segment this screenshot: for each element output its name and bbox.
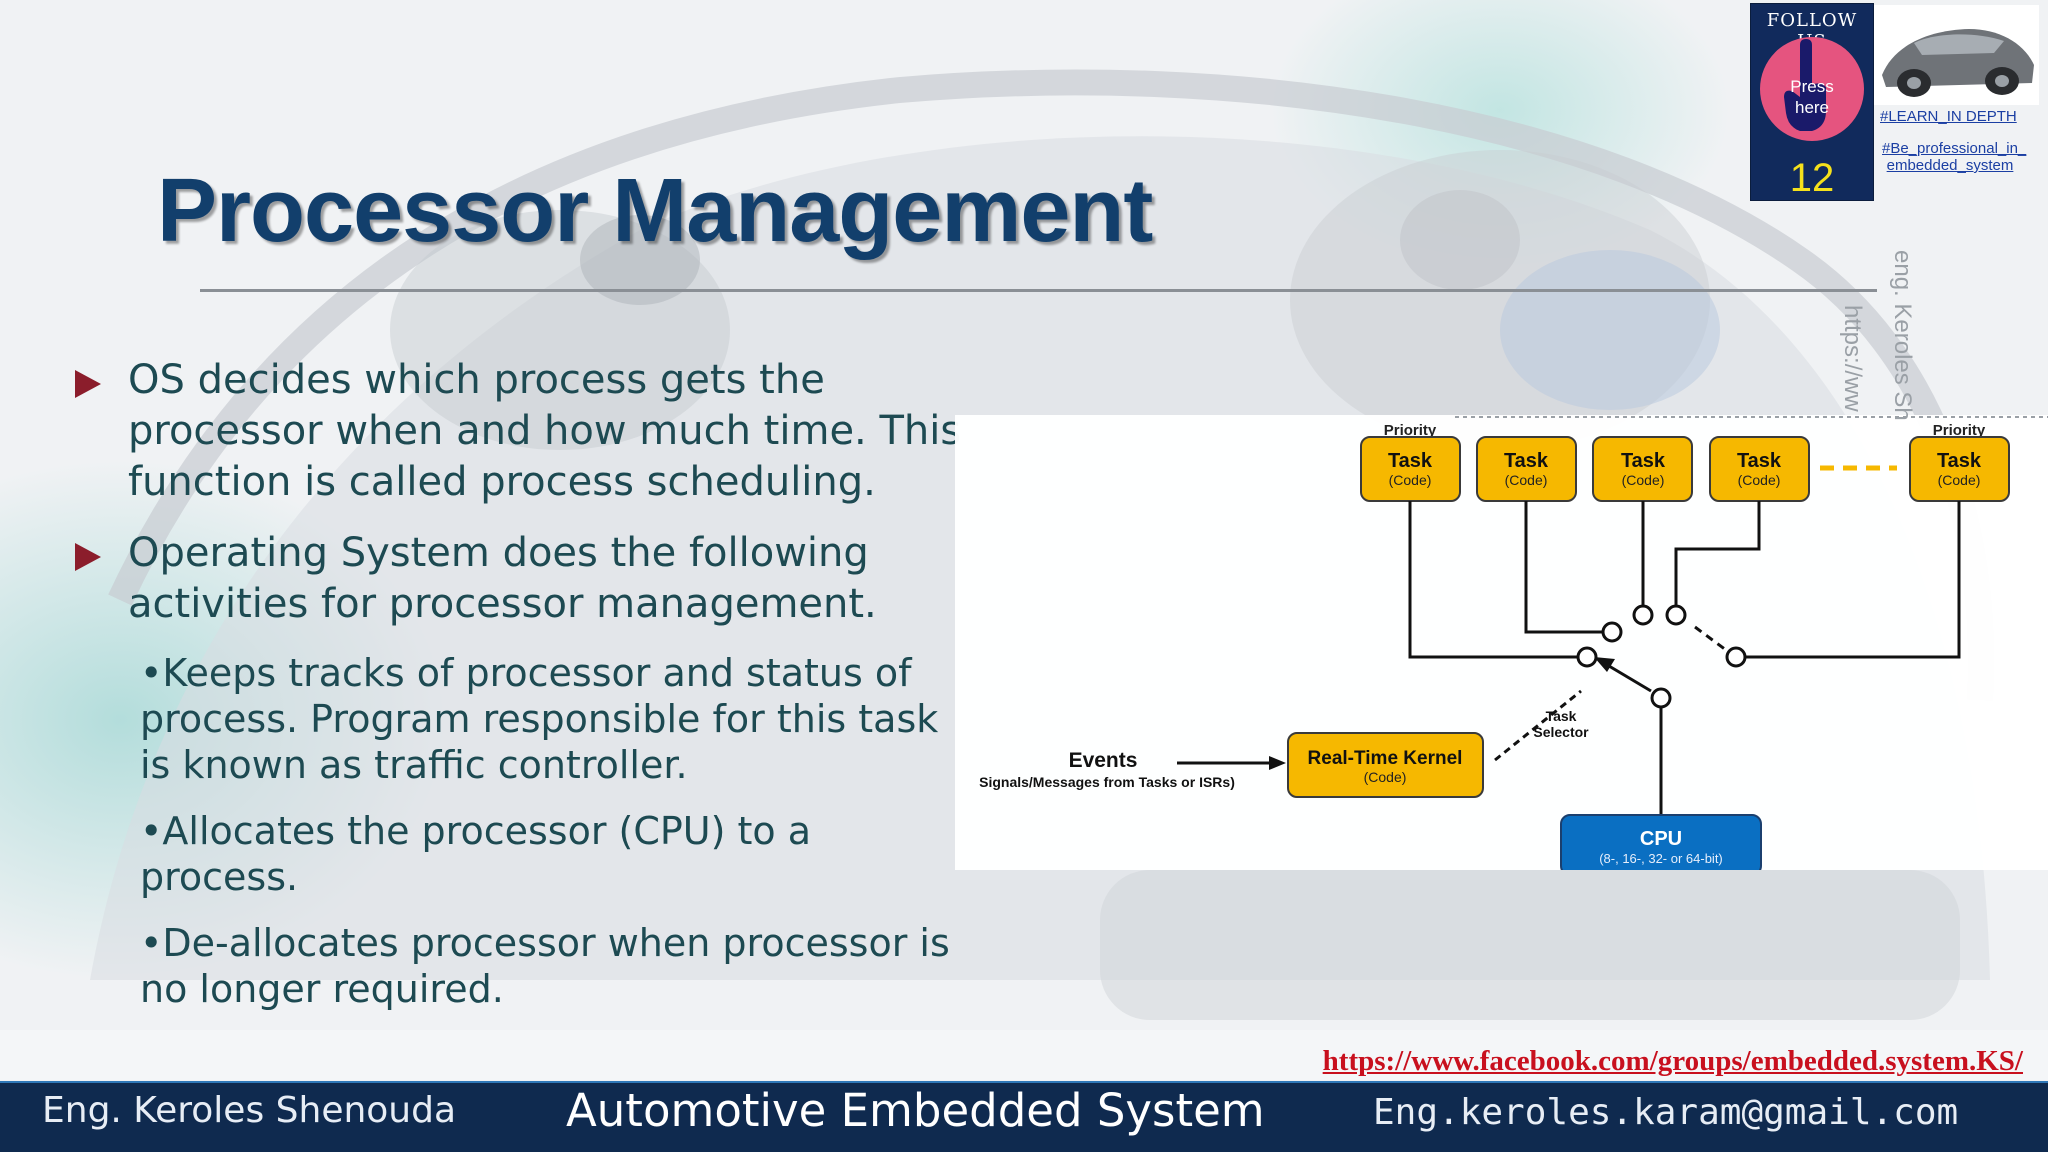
bullet-list: OS decides which process gets the proces… xyxy=(70,355,970,1032)
task-box: Task (Code) xyxy=(1592,436,1693,502)
url-watermark: https://ww xyxy=(1839,305,1866,412)
sub-bullet-item: •Keeps tracks of processor and status of… xyxy=(140,651,939,787)
footer-course-title: Automotive Embedded System xyxy=(566,1084,1265,1137)
bullet-text: Operating System does the following acti… xyxy=(128,530,877,627)
switch-dashed-arm xyxy=(1694,625,1731,655)
task-label: Task xyxy=(1737,450,1782,472)
kernel-code-label: (Code) xyxy=(1364,769,1407,785)
title-divider xyxy=(200,289,1877,292)
selector-arm xyxy=(1608,664,1652,693)
task-label: Task xyxy=(1504,450,1549,472)
events-label: Events xyxy=(1069,749,1138,772)
footer-author: Eng. Keroles Shenouda xyxy=(42,1090,457,1131)
footer-accent-line xyxy=(0,1081,2048,1084)
press-circle xyxy=(1760,37,1864,141)
task-box: Task (Code) xyxy=(1909,436,2010,502)
task-box: Task (Code) xyxy=(1709,436,1810,502)
events-sublabel: Signals/Messages from Tasks or ISRs) xyxy=(979,774,1235,790)
switch-contacts xyxy=(1576,604,1747,709)
sub-bullet-item: •De-allocates processor when processor i… xyxy=(140,921,950,1011)
bullet-text: OS decides which process gets the proces… xyxy=(128,357,962,505)
priority-left-label: Priority xyxy=(1384,422,1437,439)
priority-right-label: Priority xyxy=(1933,422,1986,439)
here-text: here xyxy=(1794,98,1830,117)
bullet-triangle-icon xyxy=(75,543,101,571)
task-code-label: (Code) xyxy=(1389,472,1432,488)
connection-wires xyxy=(1408,501,1961,820)
task-selector-label-line1: Task xyxy=(1546,708,1577,724)
follow-us-button[interactable]: FOLLOW US Press here 12 xyxy=(1750,3,1874,201)
scheduler-diagram: Priority Priority Task (Code) Task (Code… xyxy=(955,415,2048,870)
bullet-item: OS decides which process gets the proces… xyxy=(70,355,970,508)
kernel-to-selector-dashed-line xyxy=(1494,689,1582,762)
task-code-label: (Code) xyxy=(1738,472,1781,488)
slide-title: Processor Management xyxy=(157,161,1153,261)
task-code-label: (Code) xyxy=(1938,472,1981,488)
task-box: Task (Code) xyxy=(1476,436,1577,502)
bullet-triangle-icon xyxy=(75,370,101,398)
kernel-box: Real-Time Kernel (Code) xyxy=(1287,732,1484,798)
task-selector-label-line2: Selector xyxy=(1533,724,1589,740)
hashtag-professional-link[interactable]: #Be_professional_in_ embedded_system xyxy=(1882,140,2027,174)
bullet-item: Operating System does the following acti… xyxy=(70,528,970,630)
car-thumbnail-image xyxy=(1874,5,2039,105)
cpu-sublabel: (8-, 16-, 32- or 64-bit) xyxy=(1599,851,1723,866)
author-watermark: eng. Keroles Sh xyxy=(1889,250,1916,421)
hashtag-learn-link[interactable]: #LEARN_IN DEPTH xyxy=(1880,108,2017,125)
sub-bullet-item: •Allocates the processor (CPU) to a proc… xyxy=(140,809,812,899)
task-label: Task xyxy=(1621,450,1666,472)
press-text: Press xyxy=(1790,77,1834,96)
task-code-label: (Code) xyxy=(1505,472,1548,488)
press-here-label: Press here xyxy=(1760,76,1864,118)
task-code-label: (Code) xyxy=(1622,472,1665,488)
footer-bar xyxy=(0,1083,2048,1152)
cpu-box: CPU (8-, 16-, 32- or 64-bit) xyxy=(1560,814,1762,870)
cpu-label: CPU xyxy=(1640,828,1682,850)
task-label: Task xyxy=(1937,450,1982,472)
follow-count: 12 xyxy=(1789,156,1835,200)
footer-email: Eng.keroles.karam@gmail.com xyxy=(1373,1092,1959,1133)
events-arrow-icon xyxy=(1269,756,1286,770)
facebook-group-link[interactable]: https://www.facebook.com/groups/embedded… xyxy=(1322,1045,2023,1077)
task-label: Task xyxy=(1388,450,1433,472)
kernel-label: Real-Time Kernel xyxy=(1308,748,1463,769)
selector-arrow-icon xyxy=(1594,657,1615,672)
task-box: Task (Code) xyxy=(1360,436,1461,502)
hand-pointer-icon xyxy=(1784,39,1826,131)
